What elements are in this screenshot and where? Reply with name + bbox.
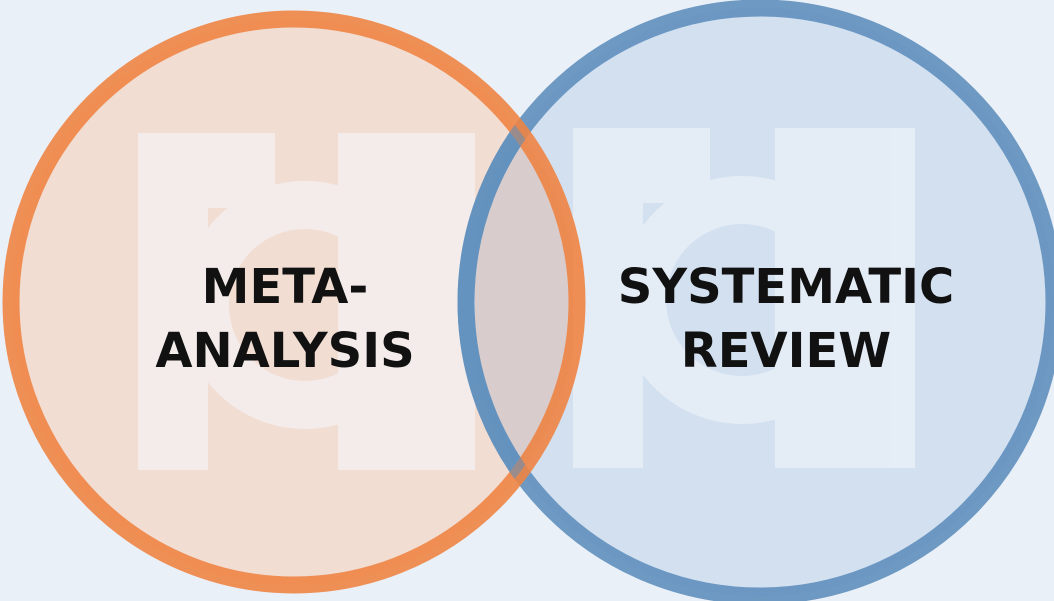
- systematic-review-label-line-1: SYSTEMATIC: [618, 259, 954, 315]
- meta-analysis-label-line-2: ANALYSIS: [155, 323, 414, 379]
- systematic-review-circle-outline-overlap: [457, 19, 577, 585]
- watermark-logo-left: [138, 133, 475, 470]
- watermark-logo-right: [573, 128, 915, 468]
- systematic-review-label-line-2: REVIEW: [681, 323, 892, 379]
- meta-analysis-circle-outline: [2, 10, 586, 594]
- meta-analysis-label-line-1: META-: [202, 259, 369, 315]
